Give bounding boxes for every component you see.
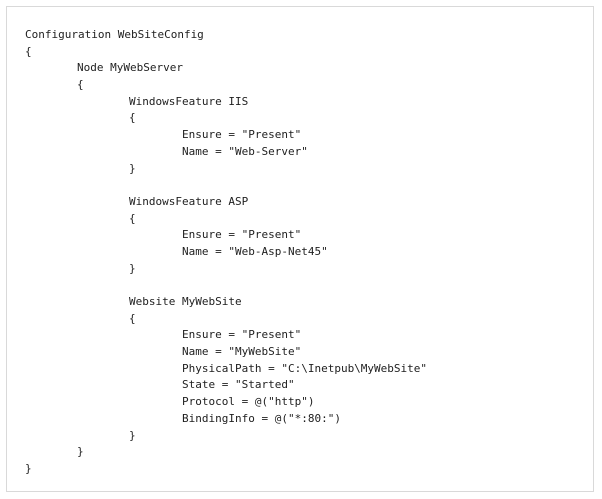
code-snippet-frame: Configuration WebSiteConfig { Node MyWebSe… (6, 6, 594, 492)
code-line: { (77, 78, 84, 92)
code-line: { (129, 111, 136, 125)
code-line: Configuration WebSiteConfig (25, 28, 204, 41)
code-line: Ensure = "Present" (182, 228, 302, 242)
code-line: Name = "Web-Server" (182, 144, 308, 158)
code-line: Website MyWebSite (129, 295, 242, 308)
code-line: Name = "MyWebSite" (182, 345, 302, 359)
code-line: { (129, 311, 136, 325)
code-line: } (129, 261, 136, 275)
code-line: } (77, 445, 84, 459)
code-line: State = "Started" (182, 378, 295, 392)
code-line: Name = "Web-Asp-Net45" (182, 244, 328, 258)
code-line: { (129, 211, 136, 225)
code-line: { (25, 44, 32, 58)
code-line: BindingInfo = @("*:80:") (182, 411, 341, 425)
code-line: Ensure = "Present" (182, 128, 302, 142)
code-line (25, 177, 427, 194)
code-block: Configuration WebSiteConfig { Node MyWebSe… (25, 27, 427, 478)
code-line: } (129, 428, 136, 442)
code-line: } (129, 161, 136, 175)
code-line: WindowsFeature ASP (129, 194, 249, 208)
code-line: Protocol = @("http") (182, 395, 315, 409)
code-line: } (25, 461, 32, 475)
code-line: PhysicalPath = "C:\Inetpub\MyWebSite" (182, 361, 428, 375)
code-line: Node MyWebServer (77, 61, 183, 75)
code-line: Ensure = "Present" (182, 328, 302, 342)
code-line: WindowsFeature IIS (129, 94, 249, 108)
code-line (25, 277, 427, 294)
